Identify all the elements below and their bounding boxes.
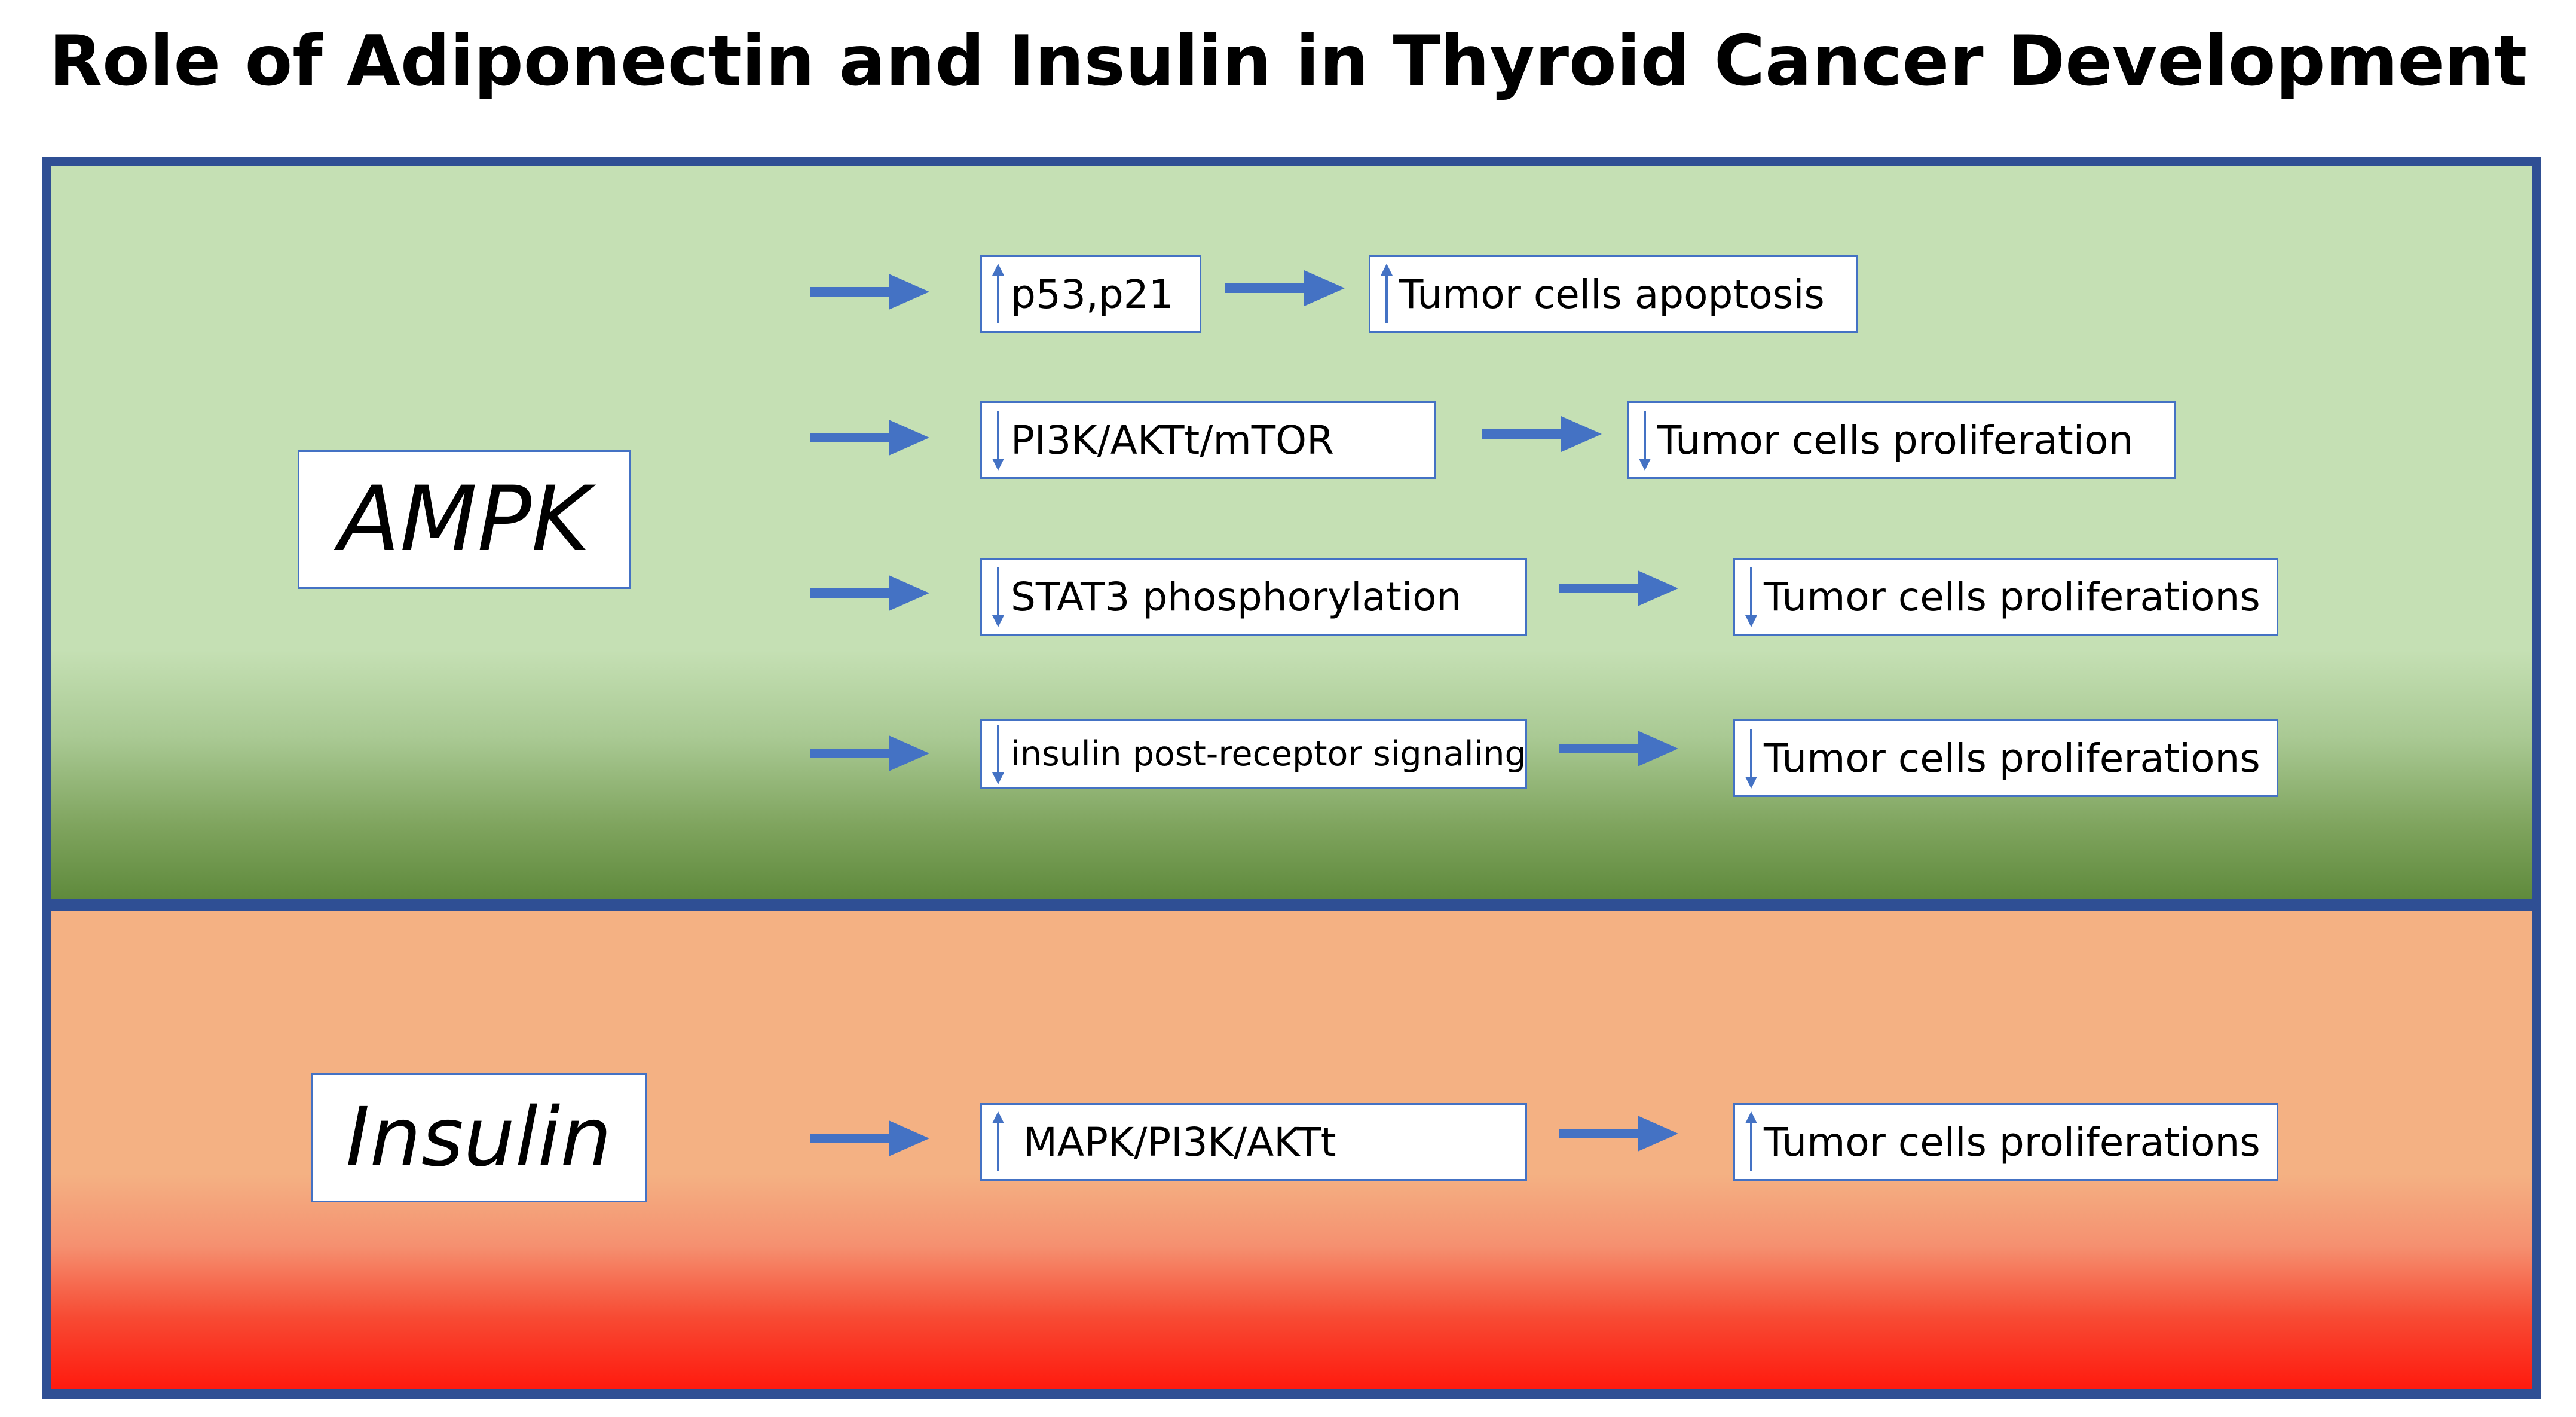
flow-arrow-icon — [1482, 416, 1602, 452]
mediator-label: PI3K/AKTt/mTOR — [1011, 417, 1334, 463]
outcome-label: Tumor cells proliferations — [1764, 735, 2260, 781]
down-arrow-icon — [992, 725, 1004, 784]
down-arrow-icon — [992, 411, 1004, 471]
diagram-title: Role of Adiponectin and Insulin in Thyro… — [48, 21, 2528, 102]
down-arrow-icon — [1745, 567, 1757, 627]
mediator-box: MAPK/PI3K/AKTt — [980, 1103, 1527, 1181]
flow-arrow-icon — [1559, 570, 1678, 606]
mediator-box: PI3K/AKTt/mTOR — [980, 401, 1436, 479]
flow-arrow-icon — [1559, 1116, 1678, 1152]
flow-arrow-icon — [810, 735, 929, 771]
flow-arrow-icon — [810, 420, 929, 456]
outcome-label: Tumor cells proliferations — [1764, 573, 2260, 620]
outcome-box: Tumor cells proliferation — [1627, 401, 2176, 479]
outcome-label: Tumor cells proliferations — [1764, 1119, 2260, 1165]
mediator-label: insulin post-receptor signaling — [1011, 734, 1526, 774]
ampk-label: AMPK — [338, 468, 591, 572]
insulin-label-box: Insulin — [311, 1073, 647, 1202]
outcome-box: Tumor cells proliferations — [1733, 558, 2278, 636]
mediator-box: insulin post-receptor signaling — [980, 719, 1527, 789]
mediator-box: p53,p21 — [980, 255, 1201, 333]
up-arrow-icon — [992, 264, 1004, 323]
mediator-label: STAT3 phosphorylation — [1011, 573, 1462, 620]
outcome-box: Tumor cells proliferations — [1733, 719, 2278, 797]
down-arrow-icon — [992, 567, 1004, 627]
mediator-box: STAT3 phosphorylation — [980, 558, 1527, 636]
outcome-box: Tumor cells proliferations — [1733, 1103, 2278, 1181]
up-arrow-icon — [1745, 1111, 1757, 1171]
ampk-label-box: AMPK — [298, 450, 631, 589]
insulin-label: Insulin — [345, 1091, 612, 1185]
flow-arrow-icon — [1225, 270, 1345, 306]
flow-arrow-icon — [810, 274, 929, 310]
outcome-box: Tumor cells apoptosis — [1369, 255, 1858, 333]
up-arrow-icon — [992, 1111, 1004, 1171]
flow-arrow-icon — [1559, 731, 1678, 766]
mediator-label: p53,p21 — [1011, 271, 1174, 317]
outcome-label: Tumor cells proliferation — [1657, 417, 2134, 463]
down-arrow-icon — [1745, 729, 1757, 789]
outcome-label: Tumor cells apoptosis — [1399, 271, 1825, 317]
flow-arrow-icon — [810, 1120, 929, 1156]
down-arrow-icon — [1639, 411, 1651, 471]
up-arrow-icon — [1381, 264, 1393, 323]
mediator-label: MAPK/PI3K/AKTt — [1011, 1119, 1336, 1165]
flow-arrow-icon — [810, 575, 929, 611]
